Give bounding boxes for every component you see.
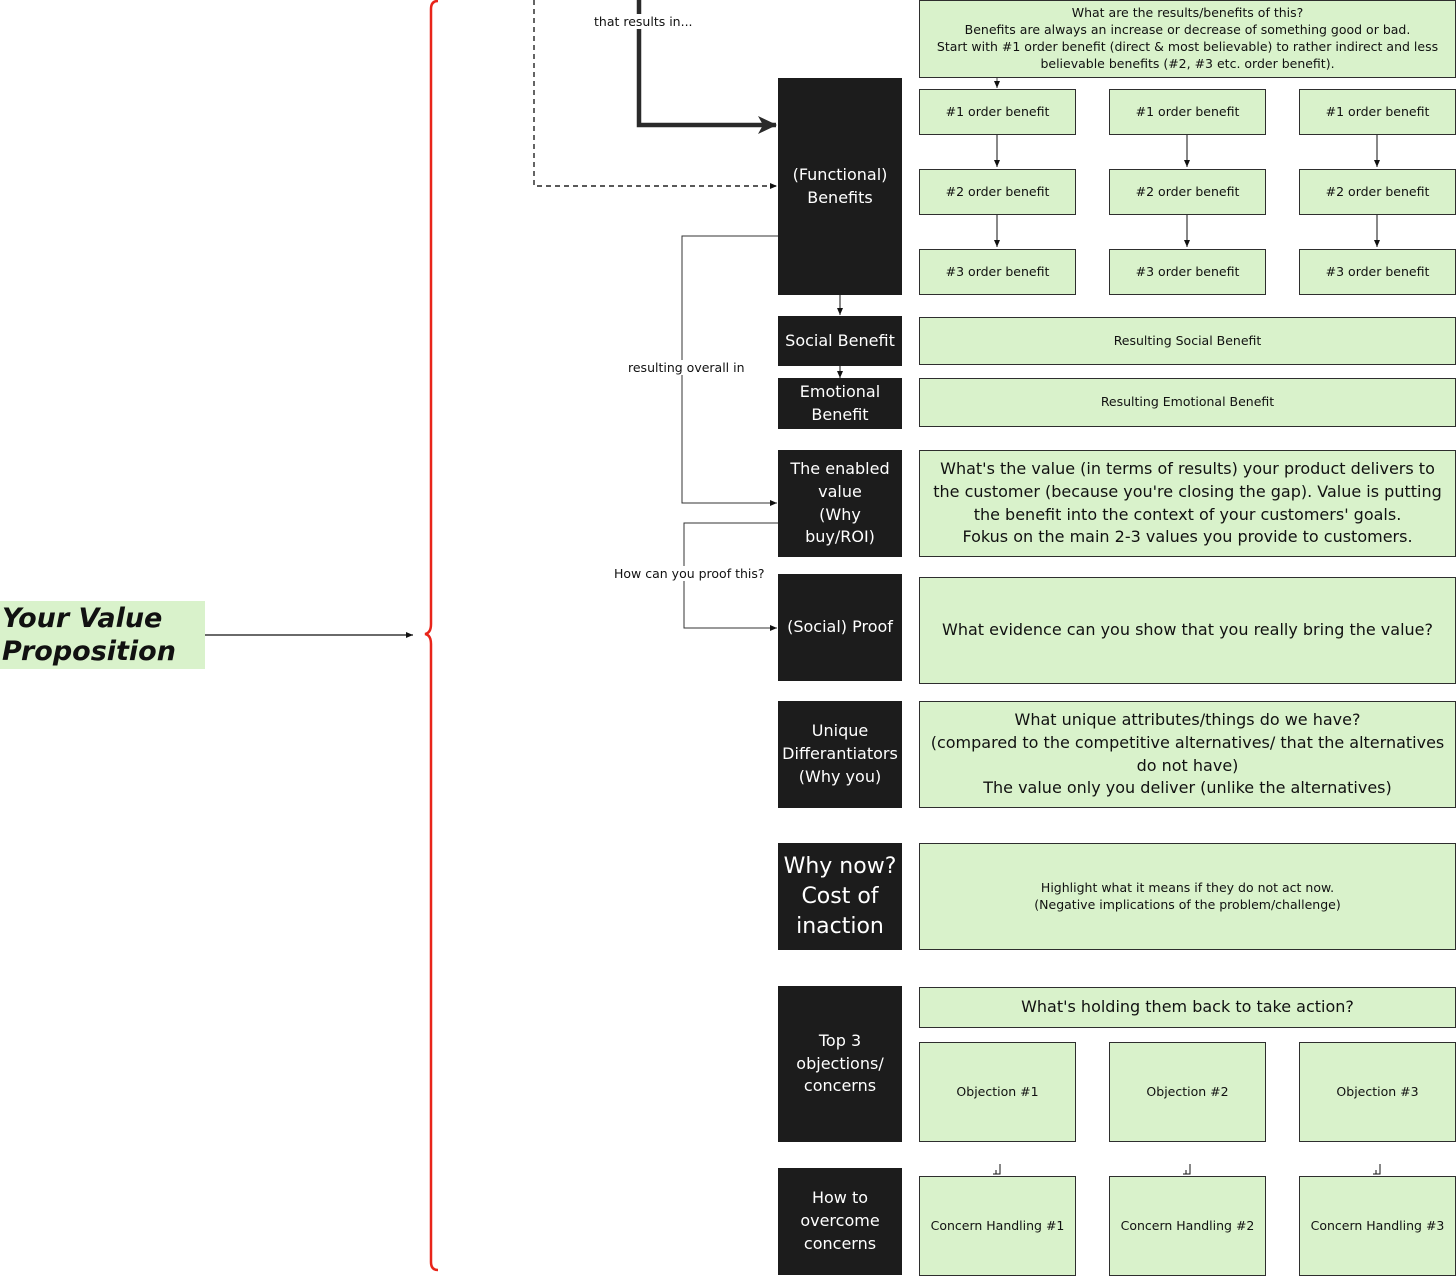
- resulting-overall-label: resulting overall in: [626, 360, 747, 375]
- benefit-3-2: #3 order benefit: [1109, 249, 1266, 295]
- why-now-box: Why now? Cost of inaction: [778, 843, 902, 950]
- unique-differentiators-note: What unique attributes/things do we have…: [919, 701, 1456, 808]
- why-now-note: Highlight what it means if they do not a…: [919, 843, 1456, 950]
- concern-handling-3: Concern Handling #3: [1299, 1176, 1456, 1276]
- objection-2: Objection #2: [1109, 1042, 1266, 1142]
- value-proposition-title: Your Value Proposition: [0, 601, 205, 669]
- red-brace: [424, 0, 439, 1272]
- benefit-1-1: #1 order benefit: [919, 89, 1076, 135]
- results-in-label: that results in...: [592, 14, 695, 29]
- objection-1: Objection #1: [919, 1042, 1076, 1142]
- enabled-value-box: The enabled value (Why buy/ROI): [778, 450, 902, 557]
- benefit-3-3: #3 order benefit: [1299, 249, 1456, 295]
- social-benefit-note: Resulting Social Benefit: [919, 317, 1456, 365]
- benefit-2-2: #2 order benefit: [1109, 169, 1266, 215]
- social-proof-note: What evidence can you show that you real…: [919, 577, 1456, 684]
- concern-handling-1: Concern Handling #1: [919, 1176, 1076, 1276]
- emotional-benefit-box: Emotional Benefit: [778, 378, 902, 429]
- enabled-value-note: What's the value (in terms of results) y…: [919, 450, 1456, 557]
- social-benefit-box: Social Benefit: [778, 316, 902, 366]
- thick-connector: [636, 0, 777, 134]
- benefits-intro-note: What are the results/benefits of this? B…: [919, 0, 1456, 78]
- objection-3: Objection #3: [1299, 1042, 1456, 1142]
- benefit-1-2: #1 order benefit: [1109, 89, 1266, 135]
- holding-back-note: What's holding them back to take action?: [919, 987, 1456, 1028]
- top-objections-box: Top 3 objections/ concerns: [778, 986, 902, 1142]
- benefit-2-1: #2 order benefit: [919, 169, 1076, 215]
- benefit-2-3: #2 order benefit: [1299, 169, 1456, 215]
- benefit-3-1: #3 order benefit: [919, 249, 1076, 295]
- benefit-1-3: #1 order benefit: [1299, 89, 1456, 135]
- unique-differentiators-box: Unique Differantiators (Why you): [778, 701, 902, 808]
- concern-handling-2: Concern Handling #2: [1109, 1176, 1266, 1276]
- proof-question-label: How can you proof this?: [612, 566, 767, 581]
- emotional-benefit-note: Resulting Emotional Benefit: [919, 378, 1456, 427]
- overcome-concerns-box: How to overcome concerns: [778, 1168, 902, 1275]
- social-proof-box: (Social) Proof: [778, 574, 902, 681]
- functional-benefits-box: (Functional) Benefits: [778, 78, 902, 295]
